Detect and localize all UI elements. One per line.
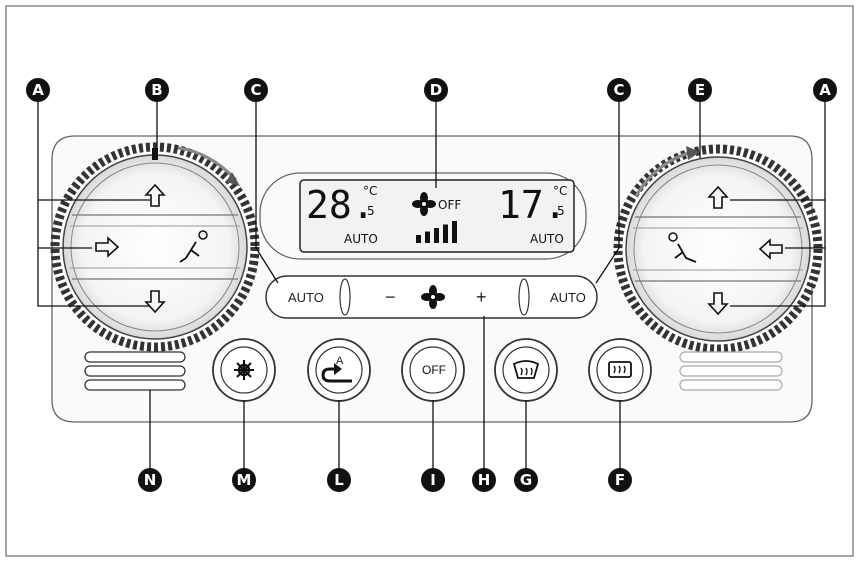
windscreen-defrost-icon xyxy=(512,360,540,379)
fan-speed-bars xyxy=(416,221,457,243)
svg-text:A: A xyxy=(32,81,44,99)
right-auto-button[interactable]: AUTO xyxy=(550,290,586,305)
callout-h: H xyxy=(472,468,496,492)
left-auto-label: AUTO xyxy=(288,290,324,305)
recirculation-icon xyxy=(321,363,352,383)
svg-text:C: C xyxy=(250,81,261,99)
fan-status-text: OFF xyxy=(438,198,461,212)
right-temperature-unit: °C xyxy=(553,184,567,198)
arrow-up-icon xyxy=(707,185,729,209)
callout-m: M xyxy=(232,468,256,492)
svg-text:G: G xyxy=(520,471,532,489)
svg-text:E: E xyxy=(695,81,705,99)
callout-a-right: A xyxy=(813,78,837,102)
svg-text:L: L xyxy=(334,471,344,489)
right-vent-slots xyxy=(679,351,783,391)
windscreen-defrost-button[interactable] xyxy=(494,338,558,402)
right-rotation-arrow xyxy=(634,150,693,197)
right-mode-label: AUTO xyxy=(530,232,564,246)
callout-b: B xyxy=(145,78,169,102)
left-temperature-knob[interactable] xyxy=(50,142,260,352)
left-auto-button[interactable]: AUTO xyxy=(288,290,324,305)
right-temperature-decimal: 5 xyxy=(557,204,565,218)
svg-text:M: M xyxy=(237,471,252,489)
right-temperature-knob[interactable] xyxy=(613,144,823,354)
svg-text:C: C xyxy=(613,81,624,99)
svg-text:H: H xyxy=(478,471,491,489)
callout-e: E xyxy=(688,78,712,102)
arrow-up-icon xyxy=(144,183,166,207)
left-temperature-unit: °C xyxy=(363,184,377,198)
left-vent-slots xyxy=(84,351,186,391)
right-temperature-value: 17. xyxy=(498,183,567,227)
left-temperature-decimal: 5 xyxy=(367,204,375,218)
callout-l: L xyxy=(327,468,351,492)
recirculation-auto-indicator: A xyxy=(336,355,344,367)
fan-speed-bar xyxy=(416,235,421,243)
left-knob-marker xyxy=(152,148,158,160)
leader-lines xyxy=(37,100,826,470)
left-mode-label: AUTO xyxy=(344,232,378,246)
rear-window-defrost-icon xyxy=(608,361,632,378)
svg-text:N: N xyxy=(144,471,157,489)
fan-icon xyxy=(412,192,436,216)
callout-g: G xyxy=(514,468,538,492)
callout-c-right: C xyxy=(607,78,631,102)
lcd-display xyxy=(299,179,575,253)
fan-speed-bar xyxy=(425,231,430,243)
right-auto-label: AUTO xyxy=(550,290,586,305)
snowflake-icon xyxy=(234,360,254,380)
fan-speed-bar xyxy=(452,221,457,243)
fan-increase-button[interactable]: + xyxy=(476,287,487,307)
fan-speed-bar xyxy=(443,224,448,243)
arrow-down-icon xyxy=(144,290,166,314)
svg-text:F: F xyxy=(615,471,625,489)
fan-icon xyxy=(421,285,445,309)
fan-speed-bar xyxy=(434,228,439,243)
strip-divider xyxy=(518,278,530,316)
callout-i: I xyxy=(421,468,445,492)
callout-c-left: C xyxy=(244,78,268,102)
arrow-down-icon xyxy=(707,292,729,316)
climate-off-label: OFF xyxy=(422,363,446,377)
left-temperature-value: 28. xyxy=(306,183,375,227)
callout-a-left: A xyxy=(26,78,50,102)
seat-icon xyxy=(668,232,697,263)
strip-divider xyxy=(339,278,351,316)
callout-n: N xyxy=(138,468,162,492)
arrow-side-icon xyxy=(758,238,783,260)
seat-icon xyxy=(179,230,208,263)
callout-d: D xyxy=(424,78,448,102)
svg-text:A: A xyxy=(819,81,831,99)
svg-text:D: D xyxy=(430,81,442,99)
callout-f: F xyxy=(608,468,632,492)
fan-decrease-button[interactable]: − xyxy=(385,287,396,307)
climate-off-button[interactable] xyxy=(401,338,465,402)
svg-text:B: B xyxy=(151,81,162,99)
arrow-side-icon xyxy=(95,236,120,258)
svg-text:I: I xyxy=(430,471,436,489)
